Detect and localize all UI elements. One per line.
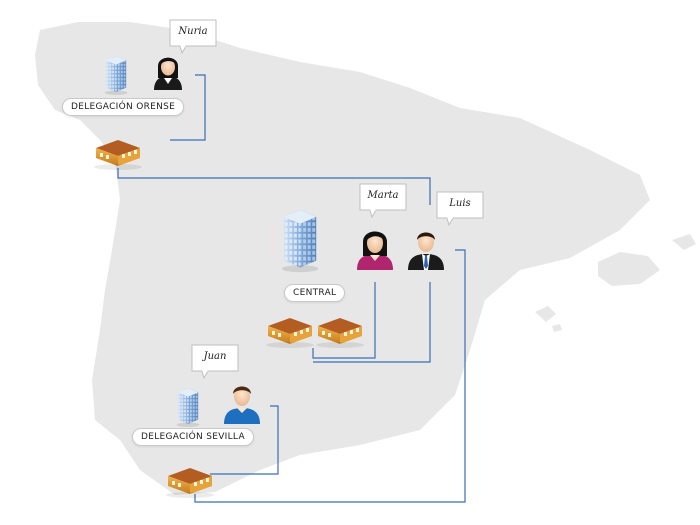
- luis-sevilla-line: [194, 249, 466, 503]
- orense-nuria-line: [170, 74, 206, 141]
- orense-central-line: [117, 168, 431, 205]
- balearic-mallorca-shape: [598, 252, 660, 286]
- sevilla-office-label: DELEGACIÓN SEVILLA: [132, 428, 254, 446]
- nuria-name: Nuria: [178, 26, 208, 37]
- nuria-avatar-icon: [154, 57, 182, 90]
- luis-avatar-icon: [408, 232, 444, 270]
- balearic-formentera-shape: [552, 324, 562, 332]
- central-marta-line: [312, 282, 376, 359]
- juan-name: Juan: [203, 351, 227, 362]
- juan-sevilla-line: [210, 405, 279, 475]
- central-office-label: CENTRAL: [284, 284, 346, 302]
- marta-name: Marta: [367, 190, 399, 201]
- balearic-ibiza-shape: [535, 306, 556, 322]
- connector-lines: [117, 74, 466, 503]
- orense-office-label: DELEGACIÓN ORENSE: [62, 98, 185, 116]
- luis-name: Luis: [449, 198, 471, 209]
- juan-avatar-icon: [224, 386, 260, 424]
- central-luis-line: [313, 282, 431, 363]
- marta-avatar-icon: [357, 231, 393, 270]
- balearic-menorca-shape: [672, 234, 696, 250]
